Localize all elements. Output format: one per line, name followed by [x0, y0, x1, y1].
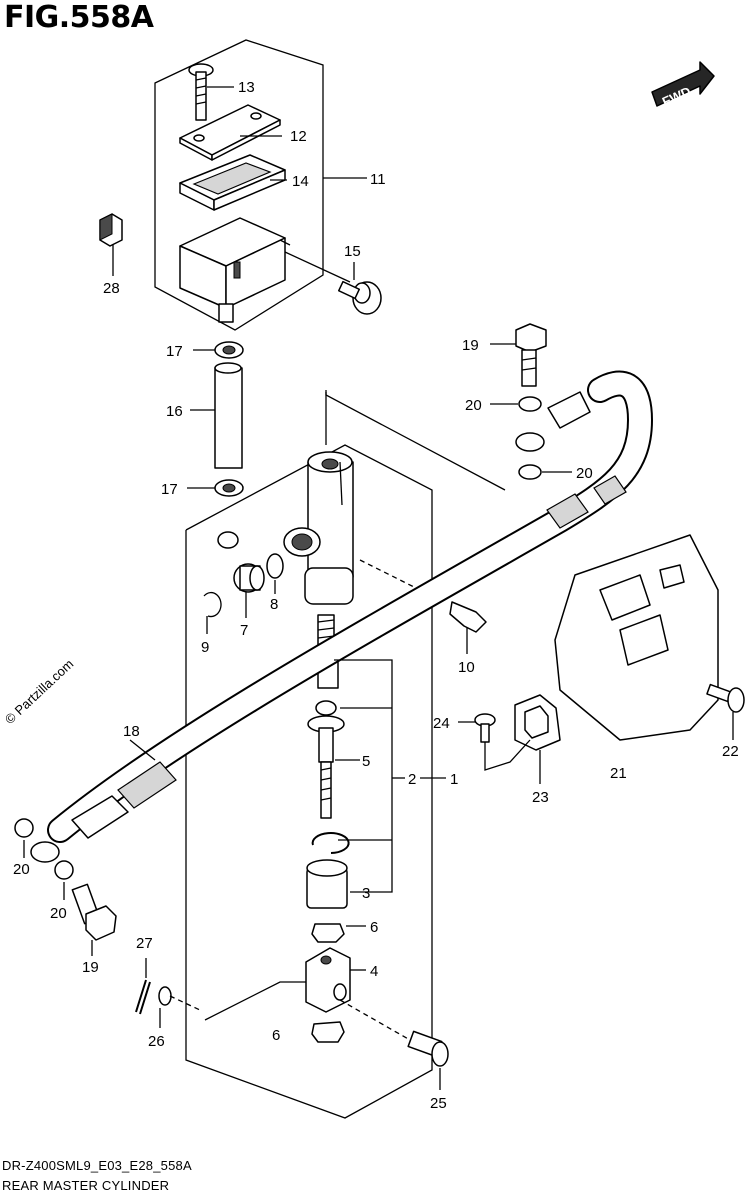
part-16-hose: [214, 362, 243, 469]
callout-20d: 20: [50, 905, 67, 922]
callout-26: 26: [148, 1033, 165, 1050]
callout-10: 10: [458, 659, 475, 676]
callout-16: 16: [166, 403, 183, 420]
part-18-brake-hose: [30, 370, 654, 863]
callout-6a: 6: [370, 919, 378, 936]
callout-13: 13: [238, 79, 255, 96]
part-24-screw: [474, 713, 496, 743]
callout-3: 3: [362, 885, 370, 902]
part-6-nut-upper: [311, 923, 345, 943]
callout-11: 11: [370, 171, 386, 188]
part-12-reservoir-cap: [179, 104, 281, 161]
part-20-washer-d: [54, 860, 74, 880]
callout-19a: 19: [462, 337, 479, 354]
part-22-bolt: [706, 683, 745, 713]
part-13-screw: [188, 63, 214, 121]
callout-20c: 20: [13, 861, 30, 878]
callout-7: 7: [240, 622, 248, 639]
master-cylinder-body: [283, 451, 354, 605]
part-5-push-rod: [307, 715, 345, 819]
callout-4: 4: [370, 963, 378, 980]
part-20-washer-a: [518, 396, 542, 412]
figure-title: FIG.558A: [4, 0, 154, 35]
cylinder-inner-frame: [185, 444, 433, 1119]
callout-17b: 17: [161, 481, 178, 498]
part-17-clamp-lower: [214, 479, 244, 497]
callout-6b: 6: [272, 1027, 280, 1044]
part-17-clamp-upper: [214, 341, 244, 359]
callout-17a: 17: [166, 343, 183, 360]
part-19-bolt-bottom: [71, 883, 117, 941]
callout-27: 27: [136, 935, 153, 952]
part-26-washer: [158, 986, 172, 1006]
model-code: DR-Z400SML9_E03_E28_558A: [2, 1158, 192, 1173]
callout-20a: 20: [465, 397, 482, 414]
callout-19b: 19: [82, 959, 99, 976]
callout-21: 21: [610, 765, 627, 782]
part-8-o-ring: [266, 553, 284, 579]
part-3-boot: [306, 859, 348, 909]
fwd-arrow-icon: FWD: [651, 61, 715, 109]
callout-5: 5: [362, 753, 370, 770]
part-6-nut-lower: [311, 1021, 345, 1043]
reservoir-body: [179, 217, 291, 323]
leader-lines: [23, 86, 734, 1090]
part-9-circlip: [203, 591, 222, 618]
callout-1: 1: [450, 771, 458, 788]
part-14-diaphragm: [179, 154, 286, 211]
part-7-connector: [233, 563, 265, 593]
part-4-clevis: [305, 947, 351, 1013]
callout-23: 23: [532, 789, 549, 806]
callout-2: 2: [408, 771, 416, 788]
part-20-washer-c: [14, 818, 34, 838]
part-28-clip: [99, 213, 123, 247]
circlip-inner: [311, 832, 350, 854]
part-19-bolt-top: [515, 323, 547, 387]
part-15-bolt: [284, 251, 382, 315]
cup-seal: [315, 700, 337, 716]
reservoir-group-frame: [154, 39, 324, 331]
part-20-washer-b: [518, 464, 542, 480]
part-25-pin: [407, 1030, 449, 1067]
callout-8: 8: [270, 596, 278, 613]
callout-28: 28: [103, 280, 120, 297]
callout-9: 9: [201, 639, 209, 656]
part-23-bracket: [514, 694, 561, 751]
callout-14: 14: [292, 173, 309, 190]
part-27-cotter-pin: [135, 979, 151, 1015]
callout-labels: 13 12 14 11 15 28 17 16 17 19 20 20 10 8…: [13, 79, 739, 1112]
cap-small: [217, 531, 239, 549]
callout-18: 18: [123, 723, 140, 740]
callout-12: 12: [290, 128, 307, 145]
callout-24: 24: [433, 715, 450, 732]
callout-15: 15: [344, 243, 361, 260]
callout-25: 25: [430, 1095, 447, 1112]
callout-20b: 20: [576, 465, 593, 482]
diagram-caption: REAR MASTER CYLINDER: [2, 1178, 170, 1193]
callout-22: 22: [722, 743, 739, 760]
part-21-heel-guard: [554, 534, 719, 741]
